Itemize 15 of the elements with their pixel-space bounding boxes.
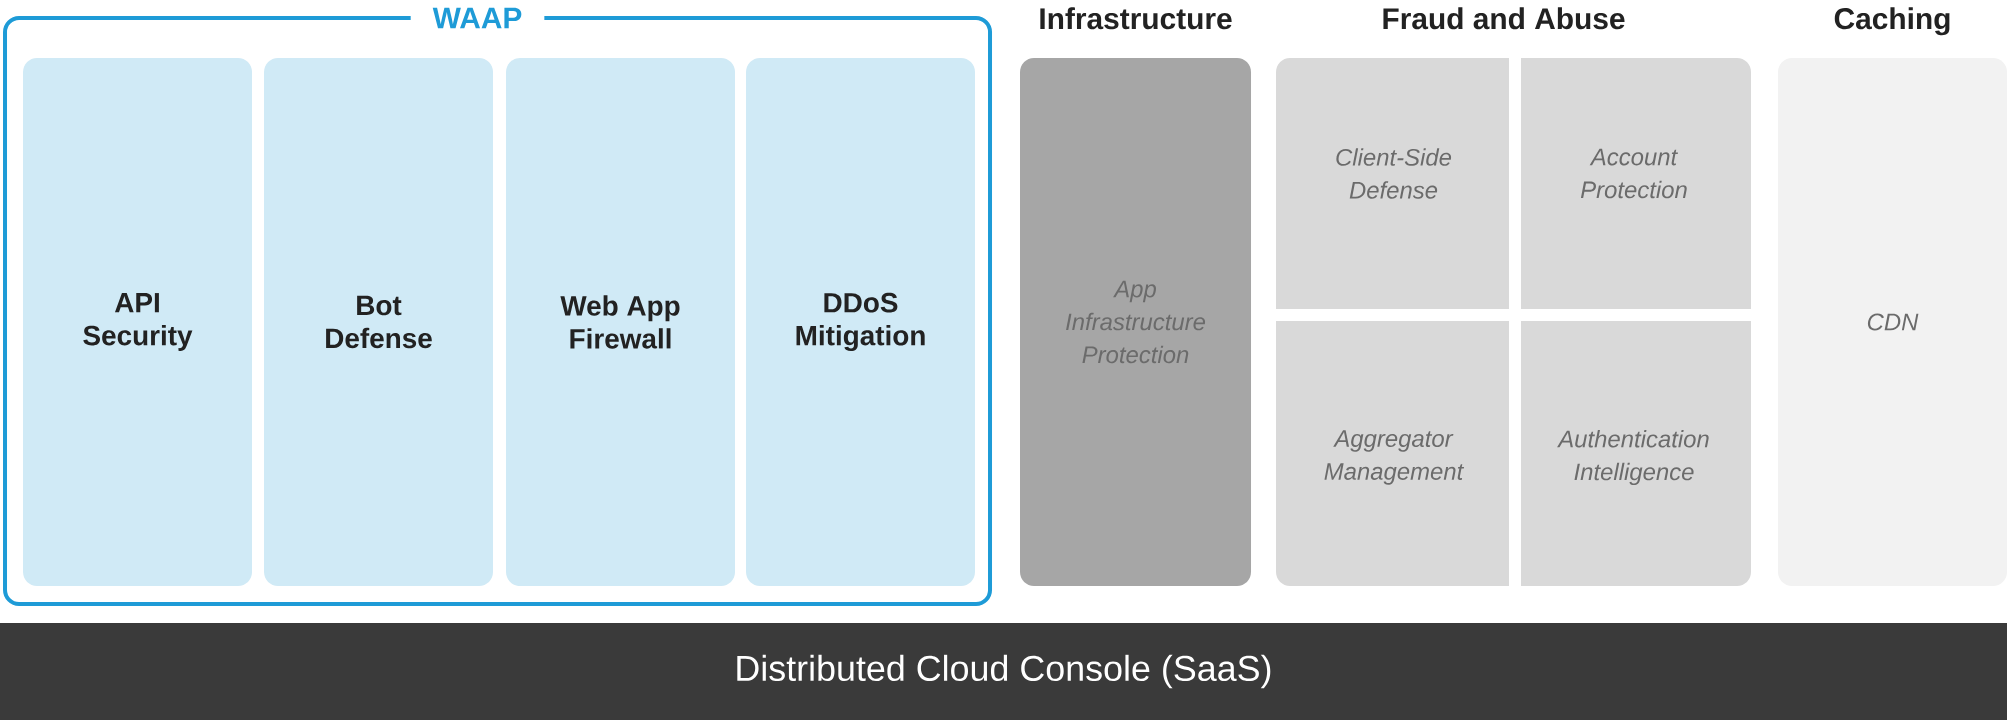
service-box: API Security (23, 58, 252, 586)
column-heading: Caching (1834, 7, 1950, 36)
service-box: CDN (1778, 58, 2007, 586)
service-label: Authentication Intelligence (1557, 429, 1709, 486)
platform-bar: Distributed Cloud Console (SaaS) (0, 623, 2007, 720)
service-label: Aggregator Management (1324, 430, 1465, 485)
service-box: Web App Firewall (506, 58, 735, 586)
service-label: Client-Side Defense (1336, 148, 1452, 199)
service-box: DDoS Mitigation (746, 58, 975, 586)
group-heading: WAAP (410, 5, 545, 31)
service-box: App Infrastructure Protection (1020, 58, 1251, 586)
service-box: Bot Defense (264, 58, 493, 586)
column-heading: Fraud and Abuse (1383, 7, 1625, 30)
service-label: Account Protection (1580, 148, 1687, 199)
column-heading: Infrastructure (1040, 7, 1232, 30)
